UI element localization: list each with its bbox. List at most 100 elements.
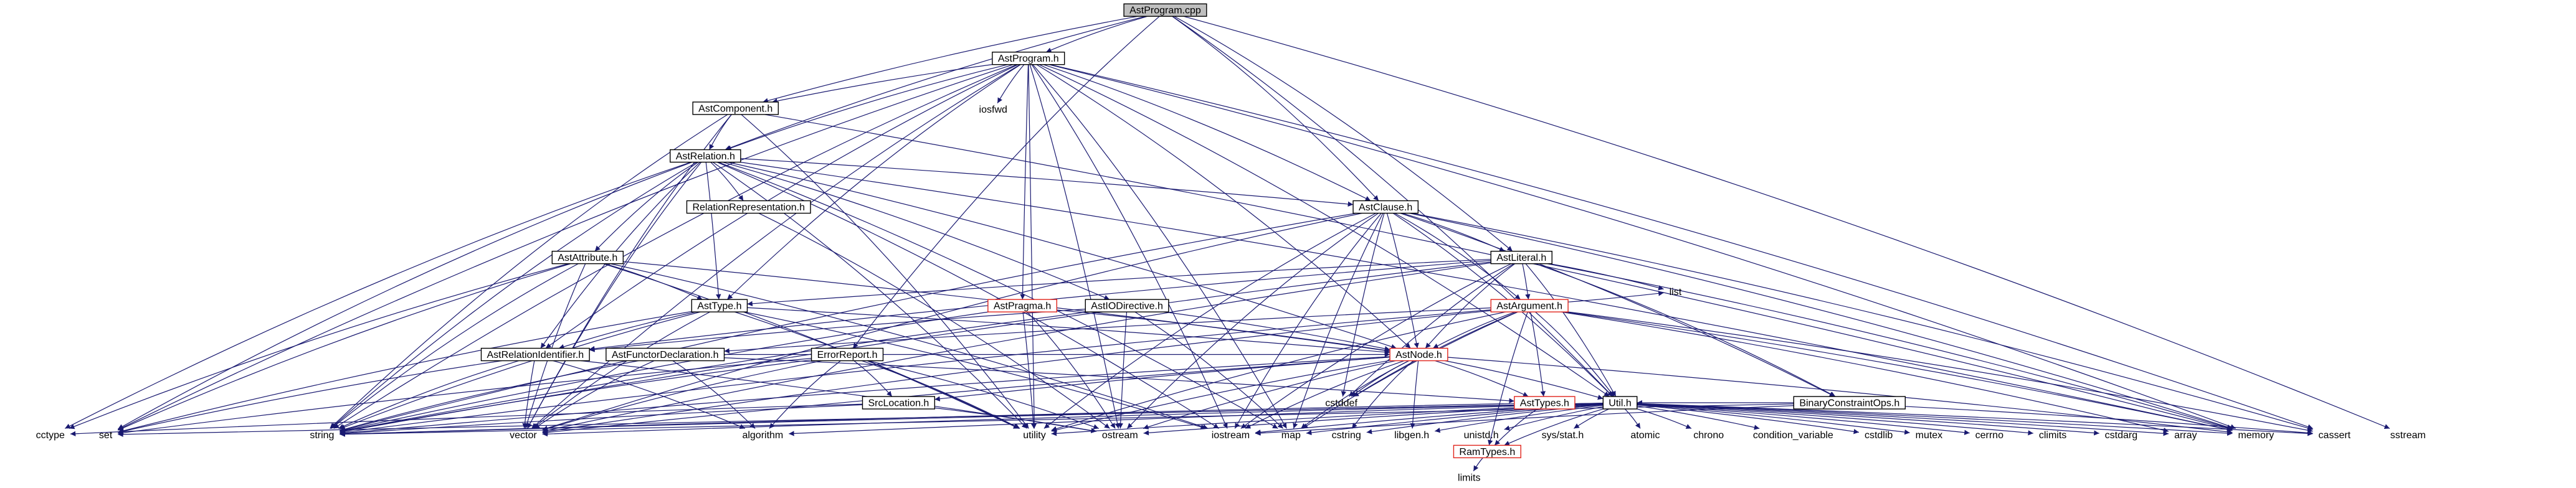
node-cctype: cctype xyxy=(36,430,65,441)
node-box xyxy=(691,299,748,312)
node-astargument-h: AstArgument.h xyxy=(1490,299,1569,312)
edge-srclocation-h-to-cctype xyxy=(70,403,863,436)
edge-astclause-h-to-map xyxy=(1293,213,1384,429)
edge-astliteral-h-to-util-h xyxy=(1525,263,1617,397)
node-util-h: Util.h xyxy=(1602,396,1638,410)
edge-asttype-h-to-astrelid-h xyxy=(558,311,696,349)
edge-astrelation-h-to-asttype-h xyxy=(705,162,721,300)
node-cstdlib: cstdlib xyxy=(1865,430,1893,441)
edge-asttype-h-to-iostream xyxy=(744,311,1207,429)
node-srclocation-h: SrcLocation.h xyxy=(862,396,936,410)
node-label: iosfwd xyxy=(979,105,1007,115)
edge-binconstr-h-to-cassert xyxy=(1905,406,2313,436)
node-astnode-h: AstNode.h xyxy=(1389,347,1448,362)
edge-root-to-astclause-h xyxy=(1172,16,1379,201)
edge-astrelid-h-to-algorithm xyxy=(553,360,746,429)
edge-asttype-h-to-vector xyxy=(532,311,710,429)
edge-root-to-sstream xyxy=(1183,16,2390,429)
node-array: array xyxy=(2174,430,2197,441)
edge-util-h-to-climits xyxy=(1637,403,2033,436)
edge-root-to-astprogram-h xyxy=(1045,16,1148,53)
edge-srclocation-h-to-string xyxy=(340,404,863,436)
node-box xyxy=(692,101,779,115)
edge-astrelation-h-to-astrelid-h xyxy=(540,162,701,349)
edge-root-to-astcomponent-h xyxy=(763,16,1138,103)
edge-astrelation-h-to-memory xyxy=(739,161,2233,432)
node-label: sys/stat.h xyxy=(1542,430,1584,441)
edge-astpragma-h-to-string xyxy=(340,311,989,433)
node-label: climits xyxy=(2039,430,2066,441)
edge-astprogram-h-to-asttype-h xyxy=(726,64,1021,300)
node-label: iostream xyxy=(1212,430,1250,441)
node-box xyxy=(1085,299,1169,312)
edge-astclause-h-to-binconstr-h xyxy=(1400,212,1835,397)
node-condition-variable: condition_variable xyxy=(1753,430,1833,441)
edge-astclause-h-to-cassert xyxy=(1411,212,2313,431)
node-label: ErrorReport.h xyxy=(817,350,878,360)
node-label: AstTypes.h xyxy=(1520,398,1569,409)
node-label: atomic xyxy=(1630,430,1660,441)
edge-astrelation-h-to-cctype xyxy=(64,161,691,429)
node-box xyxy=(669,149,741,163)
edge-astclause-h-to-ostream xyxy=(1126,213,1379,429)
edge-astclause-h-to-util-h xyxy=(1392,213,1613,397)
edge-astrelation-h-to-utility xyxy=(712,162,1028,429)
edge-util-h-to-cstdarg xyxy=(1637,403,2099,436)
node-asttype-h: AstType.h xyxy=(691,299,748,312)
edge-astprogram-h-to-astpragma-h xyxy=(1020,64,1029,300)
node-vector: vector xyxy=(510,430,537,441)
node-box xyxy=(992,52,1065,65)
edge-astclause-h-to-string xyxy=(340,212,1357,433)
node-label: mutex xyxy=(1916,430,1943,441)
edge-relrep-h-to-ostream xyxy=(758,212,1110,429)
node-cstddef: cstddef xyxy=(1325,398,1357,409)
node-mutex: mutex xyxy=(1916,430,1943,441)
nodes-layer: AstProgram.cppAstProgram.hiosfwdAstCompo… xyxy=(36,3,2426,483)
node-astcomponent-h: AstComponent.h xyxy=(692,101,779,115)
node-unistd-h: unistd.h xyxy=(1464,430,1499,441)
node-label: AstPragma.h xyxy=(994,301,1051,312)
edge-astargument-h-to-vector xyxy=(542,310,1491,434)
edge-astattribute-h-to-iostream xyxy=(610,263,1209,429)
edge-astattribute-h-to-cctype xyxy=(69,263,569,429)
node-label: list xyxy=(1670,287,1682,298)
node-set: set xyxy=(99,430,113,441)
node-box xyxy=(1352,200,1419,214)
edge-asttype-h-to-set xyxy=(118,311,692,434)
node-binconstr-h: BinaryConstraintOps.h xyxy=(1793,396,1906,410)
node-astliteral-h: AstLiteral.h xyxy=(1490,250,1552,265)
edge-astrelation-h-to-astiodirective-h xyxy=(723,161,1110,300)
node-box xyxy=(1793,396,1906,410)
node-label: cassert xyxy=(2319,430,2351,441)
edge-astiodirective-h-to-map xyxy=(1134,311,1284,429)
edge-astclause-h-to-vector xyxy=(542,212,1362,431)
edge-astfunctor-h-to-asttypes-h xyxy=(724,357,1514,403)
node-label: AstLiteral.h xyxy=(1496,253,1546,263)
edge-astrelation-h-to-iostream xyxy=(716,161,1219,429)
edge-astclause-h-to-cstddef xyxy=(1341,213,1385,397)
edge-util-h-to-condition-variable xyxy=(1637,405,1760,430)
edge-astliteral-h-to-binconstr-h xyxy=(1535,263,1836,397)
node-sstream: sstream xyxy=(2390,430,2426,441)
node-box xyxy=(480,347,590,362)
edge-util-h-to-ramtypes-h xyxy=(1504,408,1604,446)
node-libgen-h: libgen.h xyxy=(1394,430,1429,441)
edge-astargument-h-to-array xyxy=(1561,311,2169,433)
edge-astiodirective-h-to-string xyxy=(340,311,1088,434)
node-label: libgen.h xyxy=(1394,430,1429,441)
edge-astliteral-h-to-astargument-h xyxy=(1522,263,1531,300)
edge-astpragma-h-to-astnode-h xyxy=(1057,309,1390,353)
edge-astprogram-h-to-cassert xyxy=(1050,64,2313,429)
node-label: AstComponent.h xyxy=(698,103,772,114)
edge-astnode-h-to-string xyxy=(340,356,1390,436)
node-astattribute-h: AstAttribute.h xyxy=(551,250,624,265)
edge-errorreport-h-to-utility xyxy=(862,360,1020,429)
edge-astargument-h-to-memory xyxy=(1564,311,2233,433)
node-label: AstArgument.h xyxy=(1496,301,1562,312)
edge-astattribute-h-to-utility xyxy=(603,263,1019,429)
edge-util-h-to-chrono xyxy=(1637,408,1692,429)
node-label: AstIODirective.h xyxy=(1091,301,1163,312)
node-label: AstType.h xyxy=(697,301,741,312)
node-box xyxy=(1389,347,1448,362)
